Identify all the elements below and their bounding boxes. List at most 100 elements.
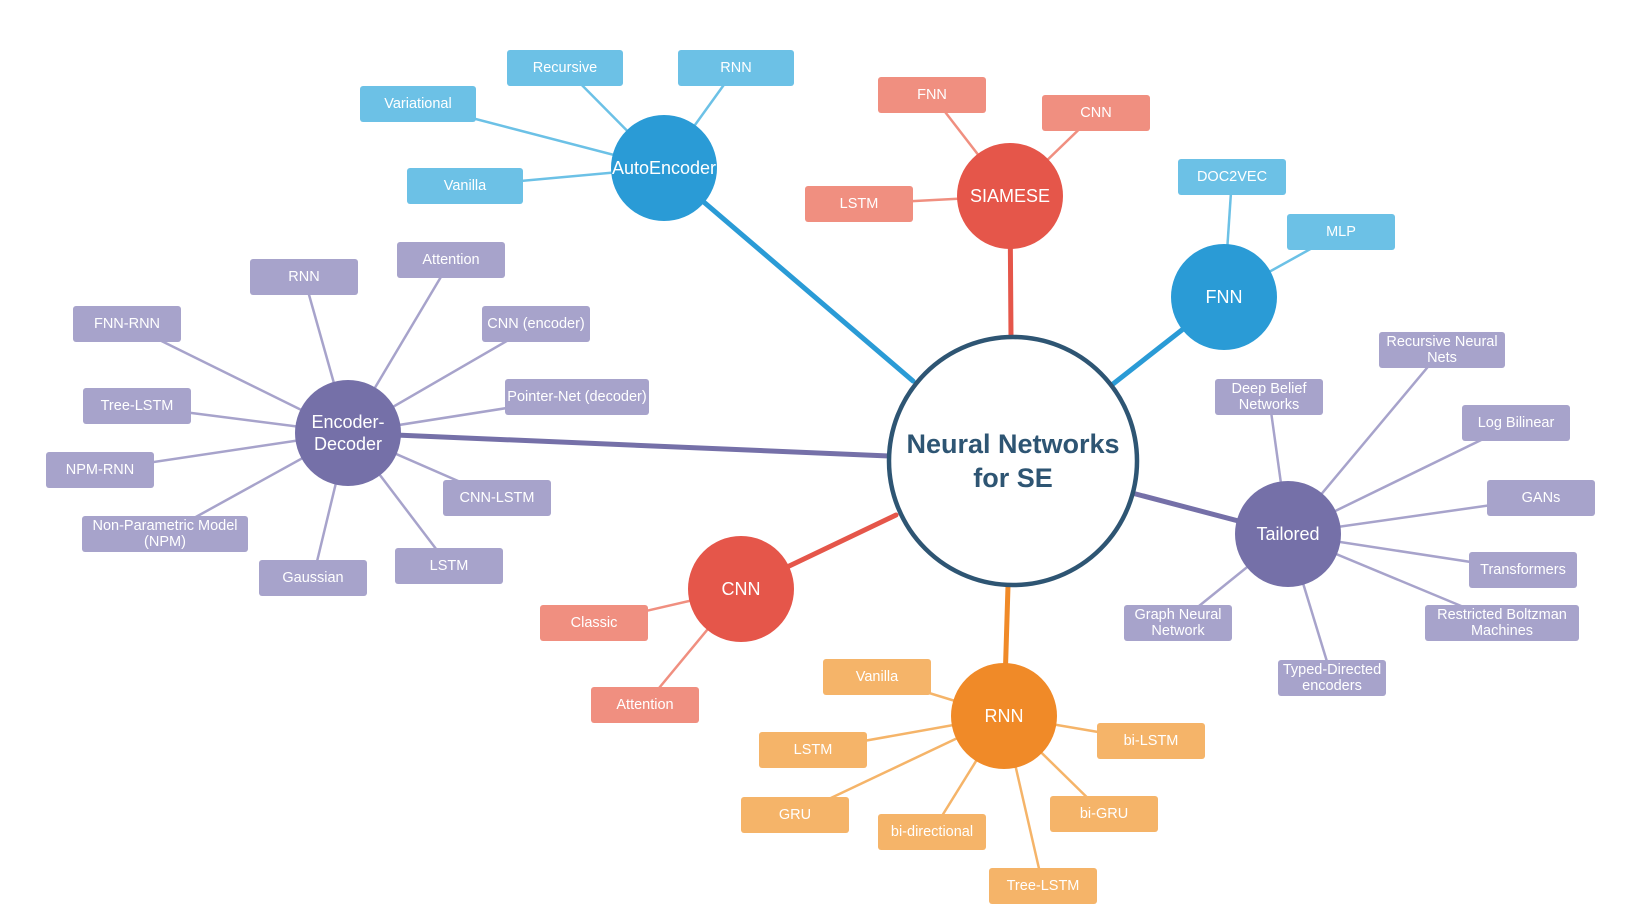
connector-autoencoder [661,165,916,384]
hub-fnn[interactable]: FNN [1171,244,1277,350]
leaf-encoder-decoder-lstm[interactable]: LSTM [395,548,503,584]
leaf-rnn-bi-directional[interactable]: bi-directional [878,814,986,850]
leaf-autoencoder-rnn[interactable]: RNN [678,50,794,86]
leaf-label-doc2vec: DOC2VEC [1197,169,1267,185]
leaf-box [395,548,503,584]
leaf-box [741,797,849,833]
leaf-encoder-decoder-cnn-encoder[interactable]: CNN (encoder) [482,306,590,342]
leaf-box [1215,379,1323,415]
leaf-tailored-transformers[interactable]: Transformers [1469,552,1577,588]
leaf-label-tree-lstm: Tree-LSTM [101,398,174,414]
leaf-fnn-mlp[interactable]: MLP [1287,214,1395,250]
leaf-label-graph-neural-network-line-2: Network [1151,623,1205,639]
leaf-label-gaussian: Gaussian [282,570,343,586]
leaf-rnn-gru[interactable]: GRU [741,797,849,833]
leaf-encoder-decoder-attention[interactable]: Attention [397,242,505,278]
leaf-label-deep-belief-networks-line-2: Networks [1239,397,1299,413]
leaf-label-mlp: MLP [1326,224,1356,240]
hub-cnn[interactable]: CNN [688,536,794,642]
leaf-autoencoder-vanilla[interactable]: Vanilla [407,168,523,204]
leaf-encoder-decoder-rnn[interactable]: RNN [250,259,358,295]
hub-label-cnn: CNN [722,579,761,599]
leaf-encoder-decoder-pointer-net-decoder[interactable]: Pointer-Net (decoder) [505,379,649,415]
leaf-box [805,186,913,222]
leaf-fnn-doc2vec[interactable]: DOC2VEC [1178,159,1286,195]
leaf-label-pointer-net-decoder: Pointer-Net (decoder) [507,389,646,405]
leaf-cnn-attention[interactable]: Attention [591,687,699,723]
leaf-encoder-decoder-fnn-rnn[interactable]: FNN-RNN [73,306,181,342]
leaf-box [1124,605,1232,641]
leaf-label-attention: Attention [616,697,673,713]
leaf-rnn-lstm[interactable]: LSTM [759,732,867,768]
leaf-box [360,86,476,122]
leaf-siamese-lstm[interactable]: LSTM [805,186,913,222]
leaf-label-vanilla: Vanilla [856,669,899,685]
leaf-label-lstm: LSTM [840,196,879,212]
leaf-box [1287,214,1395,250]
leaf-encoder-decoder-tree-lstm[interactable]: Tree-LSTM [83,388,191,424]
leaf-tailored-gans[interactable]: GANs [1487,480,1595,516]
leaf-box [505,379,649,415]
hub-circle [611,115,717,221]
leaf-siamese-cnn[interactable]: CNN [1042,95,1150,131]
leaf-label-recursive: Recursive [533,60,597,76]
leaf-label-cnn-encoder: CNN (encoder) [487,316,585,332]
leaf-encoder-decoder-npm-rnn[interactable]: NPM-RNN [46,452,154,488]
leaf-autoencoder-variational[interactable]: Variational [360,86,476,122]
leaf-label-non-parametric-model-npm-line-1: Non-Parametric Model [92,518,237,534]
leaf-encoder-decoder-gaussian[interactable]: Gaussian [259,560,367,596]
leaf-label-classic: Classic [571,615,618,631]
leaf-label-recursive-neural-nets-line-1: Recursive Neural [1386,334,1497,350]
hub-label-rnn: RNN [985,706,1024,726]
hub-encoder-decoder[interactable]: Encoder-Decoder [295,380,401,486]
hub-tailored[interactable]: Tailored [1235,481,1341,587]
leaf-box [591,687,699,723]
leaf-label-tree-lstm: Tree-LSTM [1007,878,1080,894]
leaf-encoder-decoder-non-parametric-model-npm[interactable]: Non-Parametric Model(NPM) [82,516,248,552]
leaf-box [46,452,154,488]
hub-rnn[interactable]: RNN [951,663,1057,769]
center-label-line-1: Neural Networks [906,429,1119,459]
leaf-rnn-bi-gru[interactable]: bi-GRU [1050,796,1158,832]
leaf-encoder-decoder-cnn-lstm[interactable]: CNN-LSTM [443,480,551,516]
leaf-box [1097,723,1205,759]
leaf-rnn-bi-lstm[interactable]: bi-LSTM [1097,723,1205,759]
leaf-label-fnn: FNN [917,87,947,103]
hub-siamese[interactable]: SIAMESE [957,143,1063,249]
leaf-label-bi-gru: bi-GRU [1080,806,1128,822]
leaf-rnn-tree-lstm[interactable]: Tree-LSTM [989,868,1097,904]
hub-autoencoder[interactable]: AutoEncoder [611,115,717,221]
leaf-label-restricted-boltzman-machines-line-1: Restricted Boltzman [1437,607,1567,623]
leaf-rnn-vanilla[interactable]: Vanilla [823,659,931,695]
leaf-label-log-bilinear: Log Bilinear [1478,415,1555,431]
leaf-box [1050,796,1158,832]
leaf-label-transformers: Transformers [1480,562,1566,578]
leaf-cnn-classic[interactable]: Classic [540,605,648,641]
center-circle [886,334,1140,588]
leaf-label-recursive-neural-nets-line-2: Nets [1427,350,1457,366]
leaf-label-cnn: CNN [1080,105,1111,121]
leaf-box [989,868,1097,904]
leaf-box [443,480,551,516]
leaf-tailored-log-bilinear[interactable]: Log Bilinear [1462,405,1570,441]
leaf-box [1469,552,1577,588]
leaf-box [250,259,358,295]
leaf-label-rnn: RNN [720,60,751,76]
leaf-box [1487,480,1595,516]
leaf-autoencoder-recursive[interactable]: Recursive [507,50,623,86]
leaf-box [259,560,367,596]
leaf-box [678,50,794,86]
leaf-siamese-fnn[interactable]: FNN [878,77,986,113]
leaf-box [1178,159,1286,195]
leaf-box [83,388,191,424]
leaf-box [1425,605,1579,641]
leaf-label-npm-rnn: NPM-RNN [66,462,134,478]
hub-circle [957,143,1063,249]
